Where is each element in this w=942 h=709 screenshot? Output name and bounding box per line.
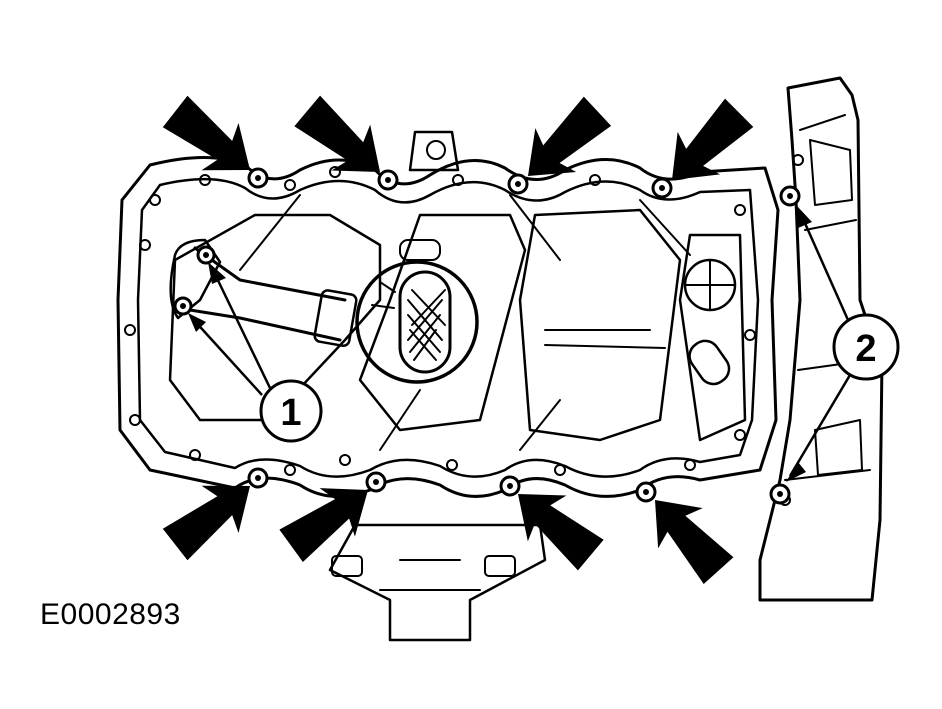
engine-block-right [758,76,884,602]
flange-holes [124,154,804,506]
callout-circle [259,379,323,443]
pan-bolts [173,167,801,505]
oil-pickup-screen [355,260,479,384]
callout-circle [832,313,900,381]
oil-pan-flange [116,156,780,498]
callout-1: 1 [259,379,323,443]
figure-id-label: E0002893 [40,598,181,631]
callout-2: 2 [832,313,900,381]
engine-stand [328,523,547,642]
callout-number: 1 [280,392,301,434]
callout-leaders [191,211,852,477]
callout-number: 2 [855,328,876,370]
